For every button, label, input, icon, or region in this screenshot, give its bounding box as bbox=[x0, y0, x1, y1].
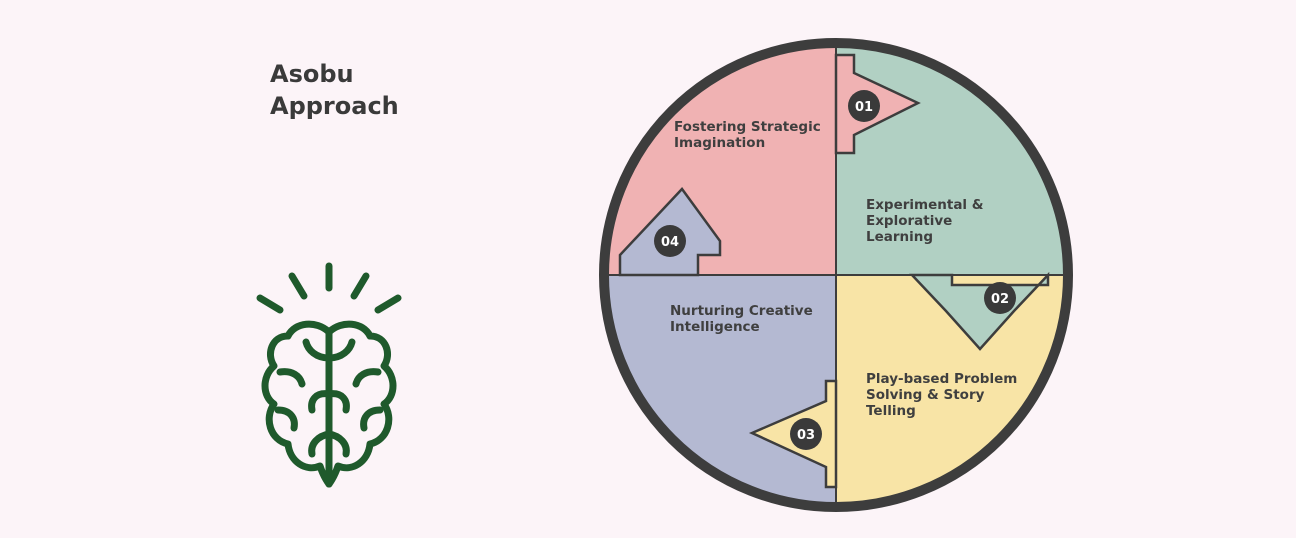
cycle-ring bbox=[599, 38, 1073, 512]
brain-fold bbox=[325, 390, 350, 414]
svg-text:03: 03 bbox=[797, 428, 815, 443]
svg-text:01: 01 bbox=[855, 100, 873, 115]
svg-text:02: 02 bbox=[991, 292, 1009, 307]
svg-text:04: 04 bbox=[661, 235, 679, 250]
brain-fold bbox=[325, 430, 350, 458]
ray-line bbox=[288, 272, 308, 300]
brain-fold bbox=[352, 368, 382, 388]
title-line-1: Asobu bbox=[270, 60, 354, 88]
step-label-02: Experimental & Explorative Learning bbox=[866, 197, 988, 245]
brain-right-outline bbox=[325, 320, 397, 488]
title-line-2: Approach bbox=[270, 92, 399, 120]
brain-fold bbox=[274, 406, 298, 432]
brain-fold bbox=[360, 406, 384, 432]
brain-fold bbox=[325, 338, 356, 362]
badge-03: 03 bbox=[790, 418, 822, 450]
ray-line bbox=[374, 294, 402, 314]
cycle-diagram: 01 02 03 04 Fostering Strategic Imaginat… bbox=[599, 38, 1073, 512]
page-title: Asobu Approach bbox=[270, 58, 399, 122]
step-label-01: Fostering Strategic Imagination bbox=[674, 119, 825, 151]
ray-line bbox=[350, 272, 370, 300]
badge-02: 02 bbox=[984, 282, 1016, 314]
badge-01: 01 bbox=[848, 90, 880, 122]
brain-fold bbox=[276, 368, 306, 388]
step-label-03: Play-based Problem Solving & Story Telli… bbox=[866, 371, 1022, 419]
step-label-04: Nurturing Creative Intelligence bbox=[670, 303, 817, 335]
ray-line bbox=[256, 294, 284, 314]
brain-left-outline bbox=[261, 320, 333, 488]
badge-04: 04 bbox=[654, 225, 686, 257]
brain-icon bbox=[256, 262, 402, 488]
